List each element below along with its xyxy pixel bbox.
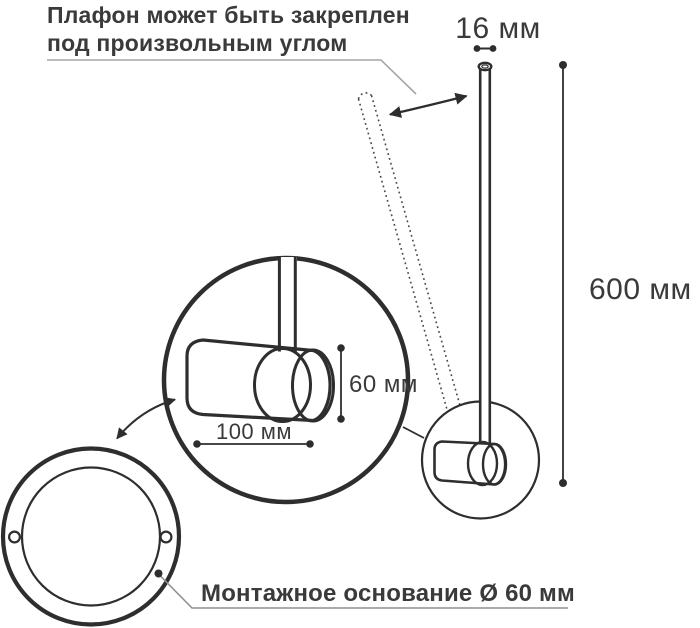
lamp-tube (477, 61, 493, 448)
dim-shade-height: 60 мм (337, 344, 418, 423)
dim-tube-width-label: 16 мм (455, 12, 540, 45)
tilt-note-line1: Плафон может быть закреплен (47, 2, 410, 28)
detail-connector-line (402, 426, 425, 439)
mount-base-label: Монтажное основание Ø 60 мм (201, 580, 575, 607)
mount-base-leader-line (157, 573, 568, 609)
tilt-note-leader-line (47, 59, 417, 95)
dim-shade-height-label: 60 мм (349, 371, 418, 398)
ring-to-detail-arrow (116, 397, 176, 440)
tilted-shade-ghost (357, 92, 470, 442)
dim-tube-width: 16 мм (455, 12, 540, 52)
rotation-arrow (388, 92, 468, 118)
detail-shade-cylinder (185, 338, 335, 423)
dim-shade-length-label: 100 мм (216, 419, 292, 444)
big-detail-circle: 60 мм 100 мм (161, 255, 418, 505)
detail-rod (277, 257, 297, 352)
tilt-note-line2: под произвольным углом (47, 30, 347, 56)
screw-hole-left (8, 530, 22, 544)
small-shade-cylinder (433, 440, 508, 487)
dim-lamp-height: 600 мм (559, 61, 692, 487)
mount-base-ring (0, 446, 182, 627)
screw-hole-right (159, 530, 173, 544)
dim-shade-length: 100 мм (193, 419, 314, 448)
mount-base-callout: Монтажное основание Ø 60 мм (154, 569, 575, 609)
dim-lamp-height-label: 600 мм (589, 273, 692, 306)
mount-base-leader-dot (154, 569, 163, 578)
tube-top-cap (477, 61, 493, 72)
